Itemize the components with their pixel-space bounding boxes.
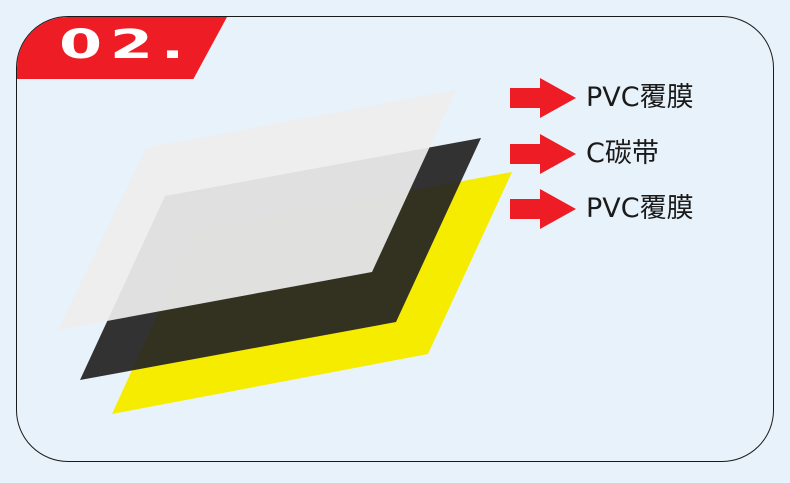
- layer-label-row-3: PVC覆膜: [510, 189, 694, 229]
- layer-label: PVC覆膜: [586, 193, 694, 224]
- layer-label: C碳带: [586, 138, 659, 169]
- layer-label-row-1: PVC覆膜: [510, 78, 694, 118]
- layer-label: PVC覆膜: [586, 82, 694, 113]
- right-arrow-icon: [510, 189, 576, 229]
- step-badge: [17, 17, 227, 79]
- top-pvc-layer: [58, 90, 456, 330]
- right-arrow-icon: [510, 78, 576, 118]
- step-number: 02.: [59, 22, 193, 68]
- right-arrow-icon: [510, 134, 576, 174]
- layer-label-row-2: C碳带: [510, 134, 659, 174]
